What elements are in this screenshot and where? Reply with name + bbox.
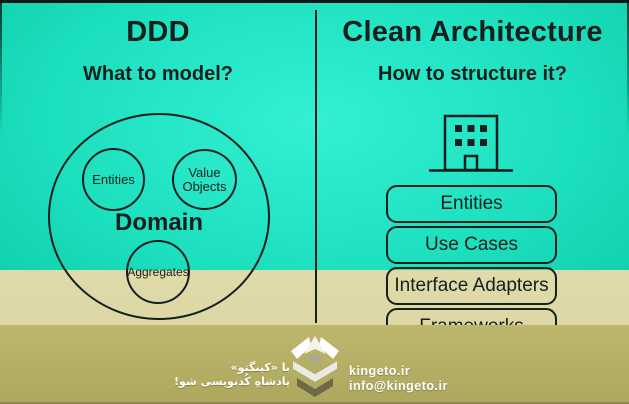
footer-slogan-line2: پادشاهِ کُدنویسی شو! — [174, 375, 290, 388]
value-objects-circle: Value Objects — [172, 149, 237, 210]
top-border — [0, 0, 629, 3]
aggregates-circle: Aggregates — [126, 240, 190, 304]
entities-circle: Entities — [82, 148, 145, 211]
layer-use-cases-label: Use Cases — [425, 234, 518, 255]
footer-slogan: با «کینگتو» پادشاهِ کُدنویسی شو! — [174, 361, 290, 389]
layer-interface-adapters: Interface Adapters — [386, 267, 557, 305]
right-edge-shade — [627, 0, 629, 135]
footer-slogan-line1: با «کینگتو» — [230, 361, 290, 374]
layer-use-cases: Use Cases — [386, 226, 557, 264]
footer-website: kingeto.ir — [349, 364, 411, 378]
aggregates-circle-label: Aggregates — [127, 265, 189, 279]
building-icon — [427, 113, 515, 178]
clean-architecture-subtitle: How to structure it? — [378, 63, 567, 85]
kingeto-logo — [288, 336, 342, 404]
clean-architecture-title: Clean Architecture — [342, 16, 603, 48]
entities-circle-label: Entities — [92, 172, 135, 187]
ddd-title: DDD — [126, 16, 190, 48]
footer-email: info@kingeto.ir — [349, 379, 448, 393]
left-edge-shade — [0, 0, 2, 135]
ddd-subtitle: What to model? — [83, 63, 233, 85]
footer-contact: kingeto.ir info@kingeto.ir — [349, 364, 448, 394]
value-objects-circle-label: Value Objects — [182, 164, 227, 194]
layer-entities-label: Entities — [440, 193, 503, 214]
column-divider — [315, 10, 317, 323]
layer-interface-adapters-label: Interface Adapters — [394, 275, 549, 296]
domain-outer-circle — [48, 113, 270, 320]
layer-entities: Entities — [386, 185, 557, 223]
domain-label: Domain — [114, 209, 203, 236]
